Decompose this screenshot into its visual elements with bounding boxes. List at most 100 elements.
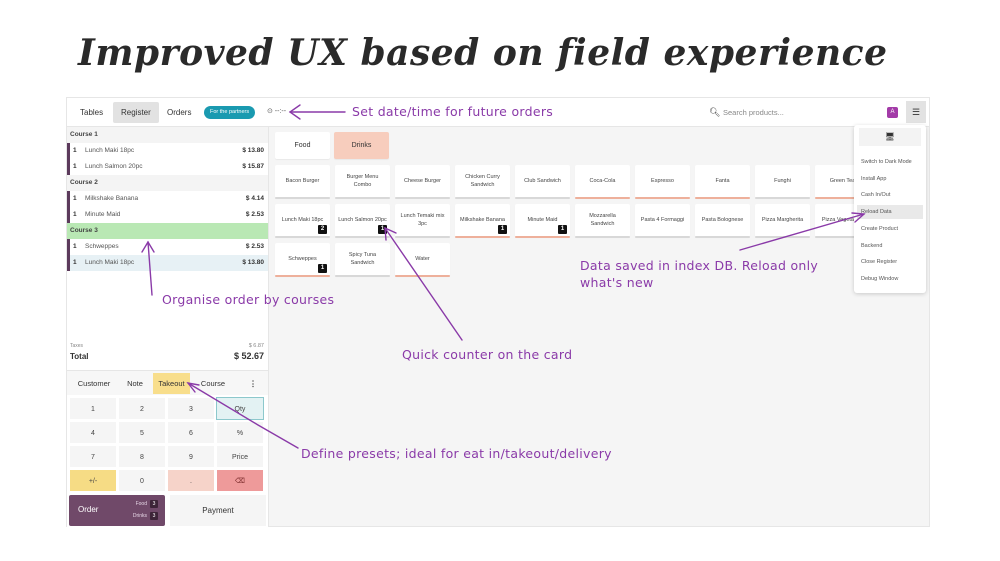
key-3[interactable]: 3 (167, 397, 215, 420)
line-price: $ 15.87 (242, 163, 264, 170)
product-card[interactable]: Espresso (635, 165, 690, 199)
line-qty: 1 (73, 147, 77, 154)
product-card[interactable]: Lunch Temaki mix 3pc (395, 204, 450, 238)
line-qty: 1 (73, 259, 77, 266)
product-card[interactable]: Pasta Bolognese (695, 204, 750, 238)
product-name: Burger Menu Combo (346, 174, 379, 188)
product-quantity-counter: 1 (498, 225, 507, 234)
product-name: Club Sandwich (524, 177, 561, 184)
menu-item-create-product[interactable]: Create Product (861, 225, 898, 232)
key-4[interactable]: 4 (69, 421, 117, 444)
product-name: Mozzarella Sandwich (589, 213, 616, 227)
menu-item-close-register[interactable]: Close Register (861, 259, 898, 266)
line-product-name: Milkshake Banana (85, 195, 139, 202)
key-5[interactable]: 5 (118, 421, 166, 444)
product-card[interactable]: Spicy Tuna Sandwich (335, 243, 390, 277)
course-header[interactable]: Course 1 (67, 127, 268, 143)
customer-button[interactable]: Customer (77, 379, 111, 388)
product-card[interactable]: Pizza Margherita (755, 204, 810, 238)
menu-item-install-app[interactable]: Install App (861, 175, 887, 182)
product-card[interactable]: Burger Menu Combo (335, 165, 390, 199)
menu-button[interactable]: ☰ (906, 101, 926, 123)
drinks-count-label: Drinks (132, 513, 147, 519)
category-food[interactable]: Food (275, 132, 330, 159)
line-qty: 1 (73, 243, 77, 250)
drinks-count: 3 (150, 512, 158, 520)
sign-toggle-button[interactable]: +/- (69, 469, 117, 492)
key-0[interactable]: 0 (118, 469, 166, 492)
menu-item-backend[interactable]: Backend (861, 242, 883, 249)
backspace-button[interactable]: ⌫ (216, 469, 264, 492)
product-card[interactable]: Fanta (695, 165, 750, 199)
product-name: Pasta 4 Formaggi (640, 216, 685, 223)
display-toggle-button[interactable]: 🖥︎ (859, 128, 921, 146)
control-buttons: Customer Note Takeout Course ⋮ (67, 370, 268, 395)
key-1[interactable]: 1 (69, 397, 117, 420)
line-product-name: Lunch Maki 18pc (85, 147, 135, 154)
order-label: Order (78, 505, 99, 514)
menu-item-reload-data[interactable]: Reload Data (857, 205, 923, 220)
datetime-picker[interactable]: ⊙ --:-- (267, 108, 287, 115)
course-header[interactable]: Course 2 (67, 175, 268, 191)
menu-item-switch-to-dark-mode[interactable]: Switch to Dark Mode (861, 159, 912, 165)
search-placeholder: Search products... (723, 108, 784, 117)
annotation-datetime: Set date/time for future orders (352, 104, 554, 119)
key-9[interactable]: 9 (167, 445, 215, 468)
menu-item-cash-in-out[interactable]: Cash In/Out (861, 192, 891, 199)
product-card[interactable]: Coca-Cola (575, 165, 630, 199)
product-name: Espresso (651, 177, 674, 184)
key-7[interactable]: 7 (69, 445, 117, 468)
product-card[interactable]: Water (395, 243, 450, 277)
partner-badge[interactable]: For the partners (204, 106, 256, 119)
payment-button[interactable]: Payment (170, 495, 266, 526)
key-6[interactable]: 6 (167, 421, 215, 444)
category-drinks[interactable]: Drinks (334, 132, 389, 159)
discount-mode-button[interactable]: % (216, 421, 264, 444)
taxes-value: $ 6.87 (248, 343, 264, 349)
key-2[interactable]: 2 (118, 397, 166, 420)
product-card[interactable]: Chicken Curry Sandwich (455, 165, 510, 199)
menu-item-debug-window[interactable]: Debug Window (861, 275, 899, 282)
order-button[interactable]: Order Food 3 Drinks 3 (69, 495, 165, 526)
course-header[interactable]: Course 3 (67, 223, 268, 239)
search-icon: 🔍︎ (709, 107, 721, 117)
product-name: Pizza Margherita (761, 216, 804, 223)
product-card[interactable]: Cheese Burger (395, 165, 450, 199)
avatar[interactable]: A (887, 107, 898, 118)
takeout-preset-button[interactable]: Takeout (153, 373, 190, 394)
key-8[interactable]: 8 (118, 445, 166, 468)
note-button[interactable]: Note (127, 379, 143, 388)
price-mode-button[interactable]: Price (216, 445, 264, 468)
product-panel: Food Drinks Bacon Burger Burger Menu Comb… (270, 127, 929, 527)
product-card[interactable]: Pasta 4 Formaggi (635, 204, 690, 238)
more-options-button[interactable]: ⋮ (249, 379, 257, 388)
search-input[interactable]: 🔍︎ Search products... (705, 103, 875, 122)
tab-tables[interactable]: Tables (80, 108, 104, 117)
product-card[interactable]: Bacon Burger (275, 165, 330, 199)
qty-mode-button[interactable]: Qty (216, 397, 264, 420)
product-card[interactable]: Club Sandwich (515, 165, 570, 199)
product-name: Spicy Tuna Sandwich (348, 252, 377, 266)
tab-orders[interactable]: Orders (167, 108, 192, 117)
product-card[interactable]: Funghi (755, 165, 810, 199)
product-name: Lunch Salmon 20pc (338, 216, 387, 223)
product-name: Pasta Bolognese (701, 216, 744, 223)
tab-register[interactable]: Register (113, 102, 159, 123)
line-qty: 1 (73, 163, 77, 170)
product-card[interactable]: Mozzarella Sandwich (575, 204, 630, 238)
course-button[interactable]: Course (200, 379, 226, 388)
decimal-button[interactable]: . (167, 469, 215, 492)
product-name: Coca-Cola (589, 177, 616, 184)
